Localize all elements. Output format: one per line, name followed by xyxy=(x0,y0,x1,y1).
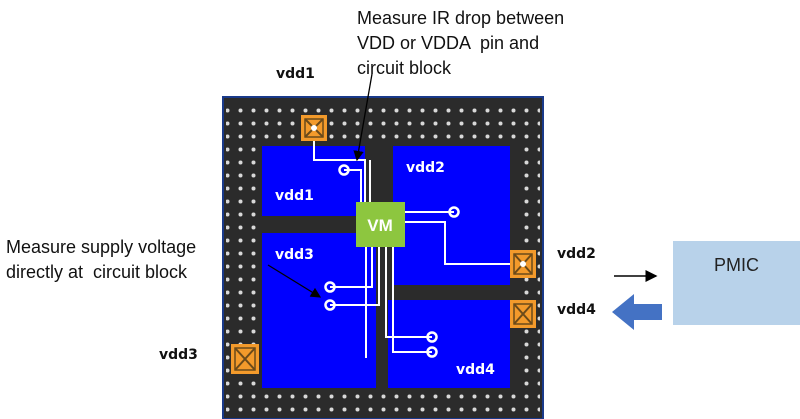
ir-drop-annotation: Measure IR drop between VDD or VDDA pin … xyxy=(357,8,565,78)
probe-vdd1 xyxy=(338,164,350,176)
pad-label-vdd1: vdd1 xyxy=(276,66,315,82)
probe-vdd3-b xyxy=(324,299,336,311)
voltage-monitor xyxy=(356,202,405,247)
probe-vdd3-a xyxy=(324,281,336,293)
probe-vdd2 xyxy=(448,206,460,218)
voltage-monitor-label: VM xyxy=(367,216,393,235)
block-label-vdd2: vdd2 xyxy=(406,160,445,176)
pad-vdd2 xyxy=(510,250,536,278)
from-pmic-arrow xyxy=(612,294,662,330)
block-label-vdd3: vdd3 xyxy=(275,247,314,263)
block-vdd4 xyxy=(388,300,510,388)
pmic-box: PMIC xyxy=(673,241,800,325)
pad-vdd4 xyxy=(510,300,536,328)
block-vdd3 xyxy=(262,233,376,388)
wiring xyxy=(313,128,523,358)
pad-label-vdd3: vdd3 xyxy=(159,347,198,363)
pmic-label: PMIC xyxy=(714,255,759,275)
pad-vdd3 xyxy=(231,344,259,374)
supply-voltage-annotation: Measure supply voltage directly at circu… xyxy=(6,237,197,282)
pad-label-vdd4: vdd4 xyxy=(557,302,596,318)
pad-vdd1 xyxy=(301,115,327,141)
block-label-vdd4: vdd4 xyxy=(456,362,495,378)
supply-voltage-pointer xyxy=(267,264,322,298)
probe-vdd4-b xyxy=(426,346,438,358)
block-label-vdd1: vdd1 xyxy=(275,188,314,204)
pad-label-vdd2: vdd2 xyxy=(557,246,596,262)
ir-drop-pointer xyxy=(353,73,373,162)
probe-vdd4-a xyxy=(426,331,438,343)
probe-points xyxy=(324,164,460,358)
